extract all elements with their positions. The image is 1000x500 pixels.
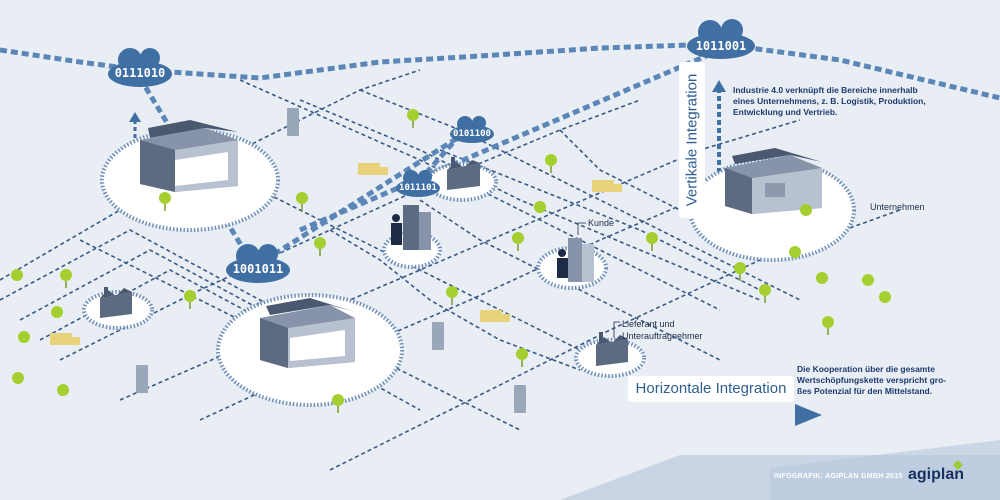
cloud-label-1: 0111010 bbox=[114, 66, 166, 80]
vertical-integration-banner bbox=[679, 62, 705, 218]
cloud-3-shape bbox=[226, 244, 290, 283]
label-lieferant-line: Lieferant und bbox=[622, 319, 675, 329]
vertical-note-line: Industrie 4.0 verknüpft die Bereiche inn… bbox=[733, 85, 918, 95]
logo-mark-icon bbox=[953, 460, 963, 470]
vertical-integration-note: Industrie 4.0 verknüpft die Bereiche inn… bbox=[733, 85, 926, 118]
tree-trunks bbox=[65, 121, 829, 413]
factory-large-center bbox=[260, 298, 355, 368]
agiplan-logo: agiplan bbox=[908, 466, 965, 483]
cloud-label-4: 0101100 bbox=[453, 129, 491, 139]
cloud-label-5: 1011101 bbox=[399, 183, 437, 193]
cloud-4-shape bbox=[450, 116, 494, 143]
cloud-5-shape bbox=[396, 170, 440, 197]
office-tower-1 bbox=[391, 205, 431, 250]
horizontal-integration-banner bbox=[628, 376, 794, 402]
office-tower-2 bbox=[557, 238, 594, 282]
cloud-label-3: 1001011 bbox=[232, 262, 284, 276]
trucks bbox=[50, 163, 622, 345]
factory-large-right bbox=[725, 148, 822, 214]
credit-text: INFOGRAFIK: AGIPLAN GMBH 2015 bbox=[774, 473, 903, 480]
factory-small-3 bbox=[596, 332, 628, 366]
factory-small-2 bbox=[447, 157, 480, 190]
vertical-note-line: eines Unternehmens, z. B. Logistik, Prod… bbox=[733, 96, 926, 106]
horizontal-note-line: Die Kooperation über die gesamte bbox=[797, 364, 935, 374]
horizontal-note-line: Wertschöpfungskette verspricht gro- bbox=[797, 375, 947, 385]
label-lieferant-line: Unterauftragnehmer bbox=[622, 331, 703, 341]
horizontal-arrow bbox=[455, 404, 822, 426]
label-lieferant: Lieferant und Unterauftragnehmer bbox=[622, 318, 703, 342]
horizontal-integration-note: Die Kooperation über die gesamte Wertsch… bbox=[797, 364, 946, 397]
factory-small-1 bbox=[100, 287, 132, 318]
vertical-integration-title: Vertikale Integration bbox=[683, 73, 701, 207]
horizontal-note-line: ßes Potenzial für den Mittelstand. bbox=[797, 386, 933, 396]
leader-lines bbox=[577, 222, 620, 338]
server-racks bbox=[136, 108, 526, 413]
label-kunde: Kunde bbox=[588, 218, 615, 228]
horizontal-integration-title: Horizontale Integration bbox=[635, 380, 787, 397]
cloud-2-shape bbox=[687, 19, 755, 59]
cloud-label-2: 1011001 bbox=[695, 39, 747, 53]
label-unternehmen: Unternehmen bbox=[870, 202, 925, 212]
vertical-note-line: Entwicklung und Vertrieb. bbox=[733, 107, 838, 117]
factory-large-left bbox=[140, 120, 238, 192]
cloud-1-shape bbox=[108, 48, 172, 87]
footer-band bbox=[560, 440, 1000, 500]
trees bbox=[11, 109, 891, 406]
